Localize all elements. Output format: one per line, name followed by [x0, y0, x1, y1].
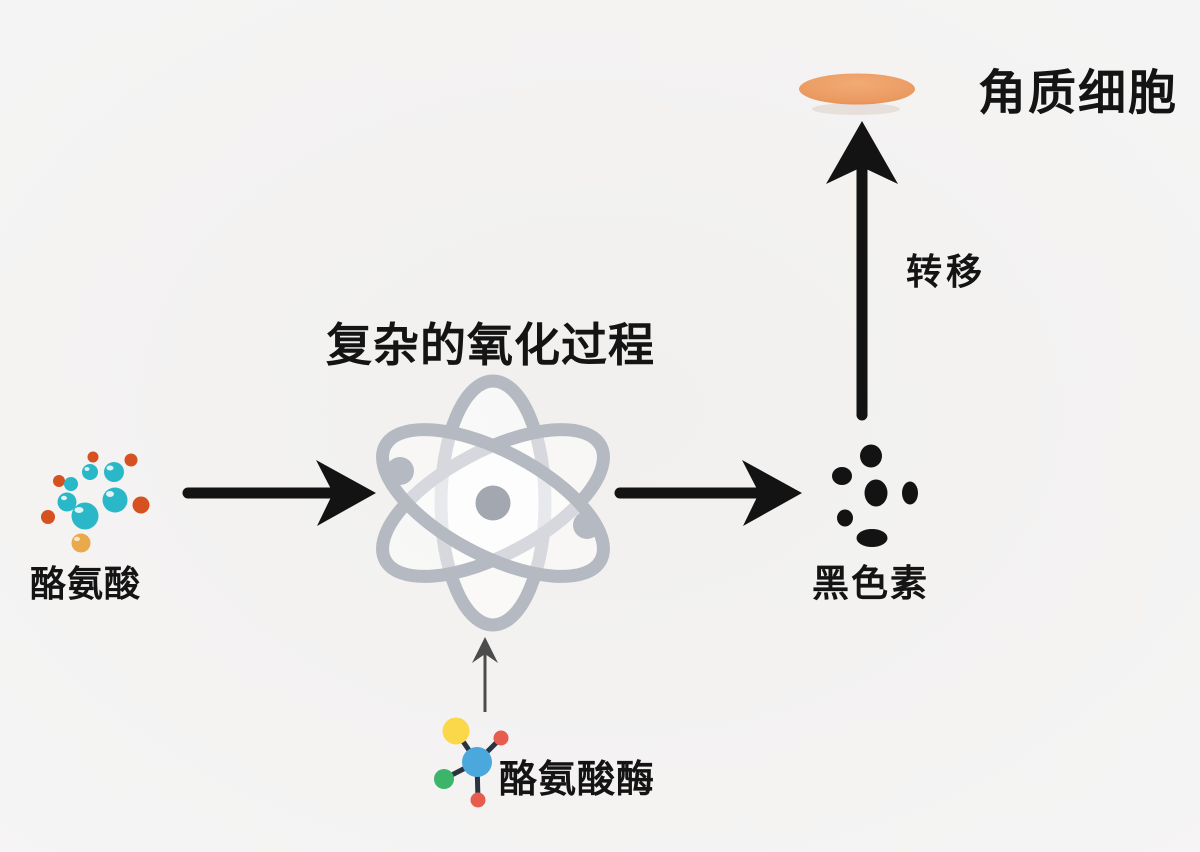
atom-orbitals-icon	[376, 374, 610, 632]
pigment-dot	[902, 481, 918, 505]
arrow-head	[826, 121, 898, 184]
atom-sphere-orange	[41, 510, 55, 524]
atom-sphere-orange	[87, 451, 99, 463]
molecule-cluster-icon	[41, 451, 150, 553]
atom-sphere-green	[434, 769, 454, 789]
arrow-head	[316, 460, 376, 526]
sphere-highlight	[106, 465, 114, 471]
pigment-dot	[856, 529, 888, 547]
atom-sphere-yellow	[442, 717, 470, 745]
arrow-head	[742, 460, 802, 526]
atom-sphere-teal	[71, 502, 99, 530]
arrow-up-thin	[472, 637, 498, 712]
sphere-highlight	[61, 495, 67, 501]
pigment-dot	[860, 444, 882, 468]
sphere-highlight	[74, 536, 80, 542]
arrow-head	[472, 637, 498, 663]
pigment-dots-icon	[832, 444, 918, 547]
transfer-label: 转移	[906, 251, 987, 292]
atom-sphere-orange	[124, 453, 138, 467]
melanin-label: 黑色素	[812, 563, 929, 604]
atom-electron	[386, 457, 414, 485]
atom-sphere-red	[470, 792, 486, 808]
arrow-right-1	[182, 460, 376, 526]
arrow-up-transfer	[826, 121, 898, 421]
sphere-highlight	[106, 491, 114, 497]
pigment-dot	[864, 479, 888, 507]
atom-sphere-red	[493, 730, 509, 746]
pigment-dot	[832, 467, 852, 485]
atom-sphere-orange	[132, 496, 150, 514]
atom-sphere-teal	[57, 492, 77, 512]
oxidation-process-title: 复杂的氧化过程	[326, 319, 655, 371]
atom-electron	[573, 511, 601, 539]
atom-sphere-blue	[462, 747, 492, 777]
keratinocyte-label: 角质细胞	[978, 67, 1179, 120]
atom-sphere-teal	[82, 464, 98, 480]
sphere-highlight	[84, 467, 90, 471]
arrow-right-2	[614, 460, 802, 526]
ball-and-stick-molecule-icon	[434, 717, 509, 808]
atom-sphere-teal	[102, 487, 128, 513]
atom-nucleus	[475, 485, 511, 521]
atom-sphere-orange	[53, 475, 65, 487]
atom-sphere-teal	[64, 477, 78, 491]
tyrosine-label: 酪氨酸	[30, 563, 142, 604]
pigment-dot	[837, 509, 853, 527]
cell-ellipse-icon	[799, 73, 915, 115]
cell-body	[799, 73, 915, 105]
sphere-highlight	[74, 507, 84, 513]
cell-shadow	[812, 103, 900, 115]
tyrosinase-label: 酪氨酸酶	[499, 759, 656, 801]
atom-sphere-amber	[71, 533, 91, 553]
atom-sphere-teal	[104, 462, 124, 482]
